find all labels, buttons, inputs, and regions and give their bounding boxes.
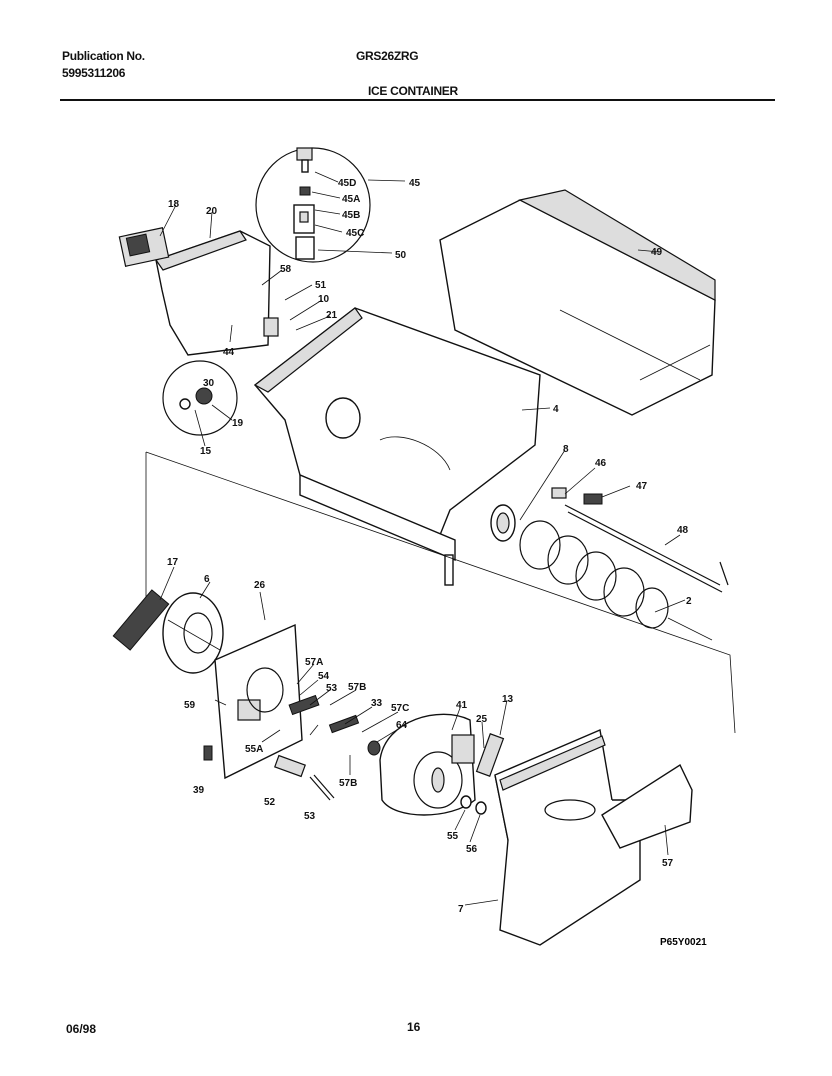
callout-53a: 53 (326, 683, 338, 694)
callout-57: 57 (662, 858, 674, 869)
callout-45c: 45C (346, 228, 364, 239)
handle-13 (475, 733, 505, 777)
inset-circle-45 (255, 147, 371, 263)
publication-label: Publication No. (62, 49, 145, 63)
callout-56: 56 (466, 844, 478, 855)
drawing-code: P65Y0021 (660, 937, 707, 948)
fan-6 (162, 592, 224, 674)
callout-30: 30 (203, 378, 215, 389)
callout-13: 13 (502, 694, 514, 705)
motor-41 (379, 713, 476, 816)
section-title: ICE CONTAINER (368, 84, 458, 98)
publication-number: 5995311206 (62, 66, 126, 80)
screws-39 (203, 745, 213, 761)
callout-55: 55 (447, 831, 459, 842)
callout-39: 39 (193, 785, 205, 796)
callout-45: 45 (409, 178, 421, 189)
callout-44: 44 (223, 347, 235, 358)
callout-59: 59 (184, 700, 196, 711)
callout-54a: 54 (318, 671, 330, 682)
model-number: GRS26ZRG (356, 49, 419, 63)
callout-46: 46 (595, 458, 607, 469)
callout-57a: 57A (305, 657, 323, 668)
callout-18: 18 (168, 199, 180, 210)
callout-57b-top: 57B (348, 682, 366, 693)
callout-17: 17 (167, 557, 179, 568)
callout-57c: 57C (391, 703, 409, 714)
callout-6: 6 (204, 574, 210, 585)
callout-53b: 53 (304, 811, 316, 822)
callout-47: 47 (636, 481, 648, 492)
callout-52: 52 (264, 797, 276, 808)
callout-57b-bottom: 57B (339, 778, 357, 789)
callout-45d: 45D (338, 178, 356, 189)
callout-33: 33 (371, 698, 383, 709)
callout-20: 20 (206, 206, 218, 217)
header-rule (60, 99, 775, 101)
callout-26: 26 (254, 580, 266, 591)
callout-7: 7 (458, 904, 464, 915)
callout-45a: 45A (342, 194, 360, 205)
callout-58: 58 (280, 264, 292, 275)
plate-59 (214, 623, 360, 780)
auger-2 (519, 520, 713, 641)
rod-48 (564, 504, 729, 593)
callout-10: 10 (318, 294, 330, 305)
callout-15: 15 (200, 446, 212, 457)
bracket-assembly-20 (118, 227, 279, 356)
lever-52 (274, 754, 306, 778)
callout-45b: 45B (342, 210, 360, 221)
gasket-17 (112, 589, 170, 651)
callout-8: 8 (563, 444, 569, 455)
callout-51: 51 (315, 280, 327, 291)
callout-21: 21 (326, 310, 338, 321)
callout-25: 25 (476, 714, 488, 725)
cover-49 (439, 189, 716, 416)
bearing-8 (490, 504, 516, 542)
callout-2: 2 (686, 596, 692, 607)
page-number: 16 (407, 1020, 421, 1034)
ice-container-4 (253, 307, 541, 586)
footer-date: 06/98 (66, 1022, 97, 1036)
callout-48: 48 (677, 525, 689, 536)
clip-46-47 (551, 487, 603, 505)
flap-57 (601, 763, 693, 849)
callout-19: 19 (232, 418, 244, 429)
callout-41: 41 (456, 700, 468, 711)
callout-55a: 55A (245, 744, 263, 755)
callout-labels: 45D 45 45A 45B 45C 50 18 20 49 58 51 10 … (167, 178, 692, 915)
callout-49: 49 (651, 247, 663, 258)
inset-circle-19 (162, 360, 238, 436)
callout-64: 64 (396, 720, 408, 731)
spring-53 (309, 774, 335, 801)
washers-55-56 (367, 740, 487, 815)
callout-50: 50 (395, 250, 407, 261)
callout-4: 4 (553, 404, 559, 415)
